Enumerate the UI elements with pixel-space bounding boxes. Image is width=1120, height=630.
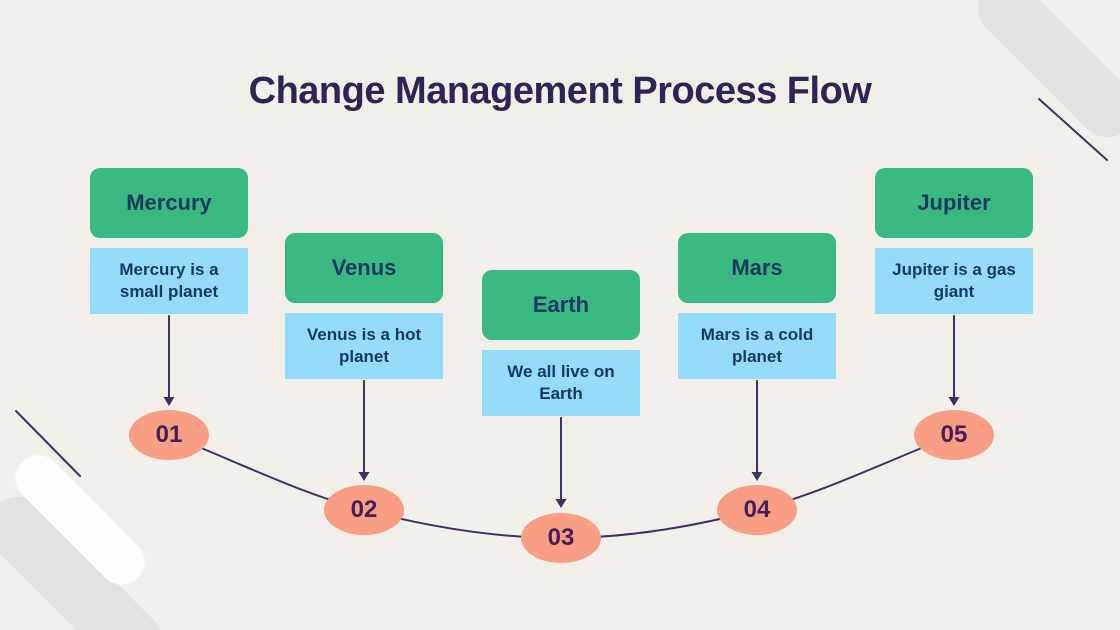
step-column-venus: Venus Venus is a hot planet (285, 233, 443, 379)
step-number: 03 (547, 524, 575, 551)
stage-title-box: Earth (482, 270, 640, 340)
step-number-ellipse-3: 03 (521, 513, 601, 563)
step-number-ellipse-1: 01 (129, 410, 209, 460)
connector-arrow-3 (555, 417, 567, 508)
page-title: Change Management Process Flow (248, 70, 872, 112)
arrow-down-icon (555, 499, 567, 508)
step-number-ellipse-5: 05 (914, 410, 994, 460)
step-number: 01 (155, 421, 183, 448)
connector-arrow-1 (163, 315, 175, 406)
connector-arrow-2 (358, 380, 370, 481)
stage-title: Jupiter (917, 190, 991, 215)
stage-description-box: Venus is a hot planet (285, 313, 443, 379)
stage-description-box: Jupiter is a gas giant (875, 248, 1033, 314)
step-column-earth: Earth We all live on Earth (482, 270, 640, 416)
step-number: 04 (743, 496, 771, 523)
stage-title-box: Venus (285, 233, 443, 303)
stage-title-box: Jupiter (875, 168, 1033, 238)
step-column-jupiter: Jupiter Jupiter is a gas giant (875, 168, 1033, 314)
step-number-ellipse-2: 02 (324, 485, 404, 535)
arrow-down-icon (163, 397, 175, 406)
stage-description-box: Mercury is a small planet (90, 248, 248, 314)
arrow-down-icon (751, 472, 763, 481)
stage-title-box: Mars (678, 233, 836, 303)
arrow-down-icon (358, 472, 370, 481)
arrow-down-icon (948, 397, 960, 406)
stage-title: Earth (532, 292, 590, 317)
decor-line-bottom-left (15, 410, 81, 477)
step-number-ellipse-4: 04 (717, 485, 797, 535)
stage-title-box: Mercury (90, 168, 248, 238)
connector-arrow-4 (751, 380, 763, 481)
step-column-mars: Mars Mars is a cold planet (678, 233, 836, 379)
step-column-mercury: Mercury Mercury is a small planet (90, 168, 248, 314)
stage-description-box: We all live on Earth (482, 350, 640, 416)
stage-title: Mercury (126, 190, 212, 215)
stage-description: Mercury is a small planet (119, 259, 219, 301)
stage-description: Venus is a hot planet (306, 324, 422, 366)
stage-title: Venus (331, 255, 397, 280)
stage-description: We all live on Earth (507, 361, 615, 403)
stage-description-box: Mars is a cold planet (678, 313, 836, 379)
stage-description: Jupiter is a gas giant (892, 259, 1016, 301)
stage-title: Mars (731, 255, 783, 280)
connector-arrow-5 (948, 315, 960, 406)
step-number: 02 (350, 496, 378, 523)
decor-line-top-right (1038, 98, 1108, 161)
stage-description: Mars is a cold planet (700, 324, 814, 366)
step-number: 05 (940, 421, 968, 448)
